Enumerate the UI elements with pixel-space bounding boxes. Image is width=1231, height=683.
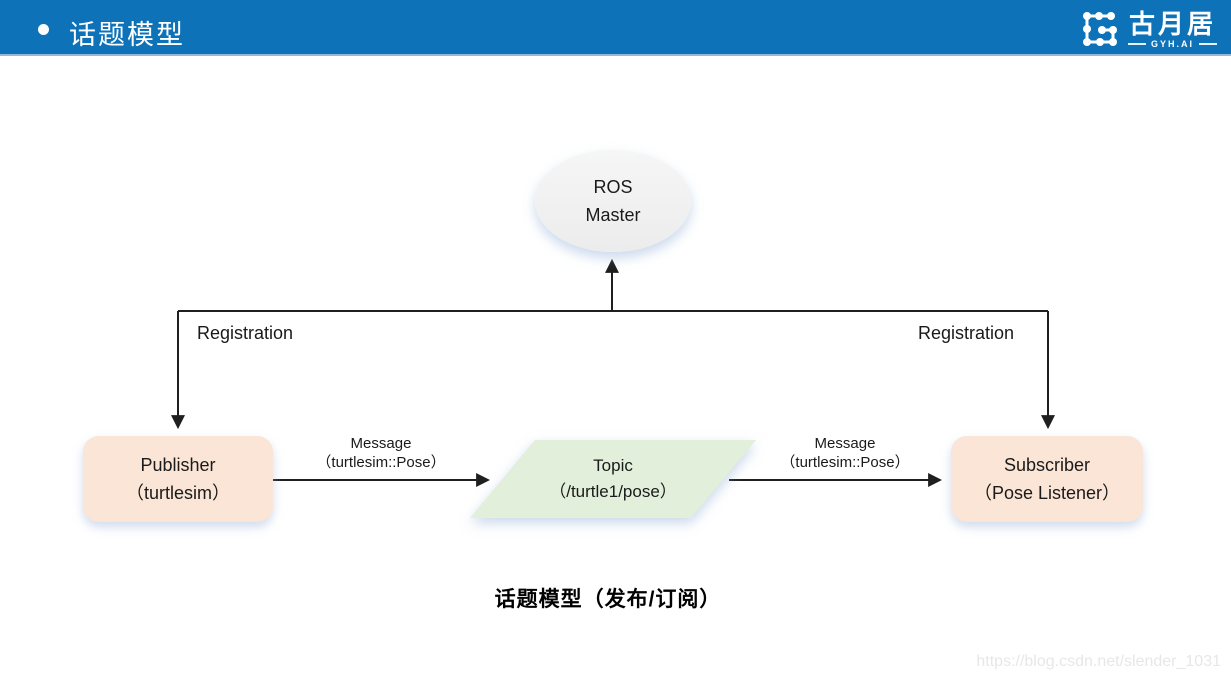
node-topic-line2: （/turtle1/pose）: [549, 482, 677, 501]
label-registration-right: Registration: [918, 323, 1015, 343]
node-subscriber: Subscriber （Pose Listener）: [951, 436, 1143, 522]
slide-header: 话题模型: [0, 0, 1231, 56]
bullet-icon: [38, 24, 49, 35]
node-subscriber-line2: （Pose Listener）: [973, 483, 1121, 503]
label-registration-left: Registration: [197, 323, 294, 343]
node-topic-wrap: Topic （/turtle1/pose）: [470, 440, 756, 518]
gyh-logo-text: 古月居 GYH.AI: [1127, 8, 1217, 49]
label-message-right-line1: Message: [814, 435, 876, 452]
label-message-left-line1: Message: [350, 435, 412, 452]
dash-right: [1199, 42, 1217, 45]
node-subscriber-line1: Subscriber: [1003, 455, 1091, 475]
watermark-url: https://blog.csdn.net/slender_1031: [976, 653, 1221, 670]
dash-left: [1127, 42, 1146, 45]
node-ros-master-line2: Master: [585, 205, 641, 225]
gyh-logo: 古月居 GYH.AI: [1080, 8, 1217, 50]
page-title: 话题模型: [69, 20, 185, 50]
node-ros-master: ROS Master: [535, 150, 691, 252]
node-topic: Topic （/turtle1/pose）: [470, 440, 756, 518]
node-ros-master-line1: ROS: [593, 177, 633, 197]
gyh-logo-icon: [1080, 9, 1120, 49]
gyh-logo-subtitle: GYH.AI: [1150, 38, 1194, 49]
label-message-left: Message （turtlesim::Pose）: [316, 434, 445, 472]
gyh-logo-name: 古月居: [1128, 8, 1216, 39]
node-publisher: Publisher （turtlesim）: [83, 436, 273, 522]
gyh-logo-subtitle-row: GYH.AI: [1127, 38, 1217, 49]
label-message-right: Message （turtlesim::Pose）: [780, 434, 909, 472]
node-publisher-line2: （turtlesim）: [125, 483, 230, 503]
node-topic-line1: Topic: [593, 456, 633, 475]
label-message-right-line2: （turtlesim::Pose）: [780, 454, 910, 471]
diagram-caption: 话题模型（发布/订阅）: [494, 588, 722, 611]
node-publisher-line1: Publisher: [140, 455, 216, 475]
label-message-left-line2: （turtlesim::Pose）: [316, 454, 446, 471]
